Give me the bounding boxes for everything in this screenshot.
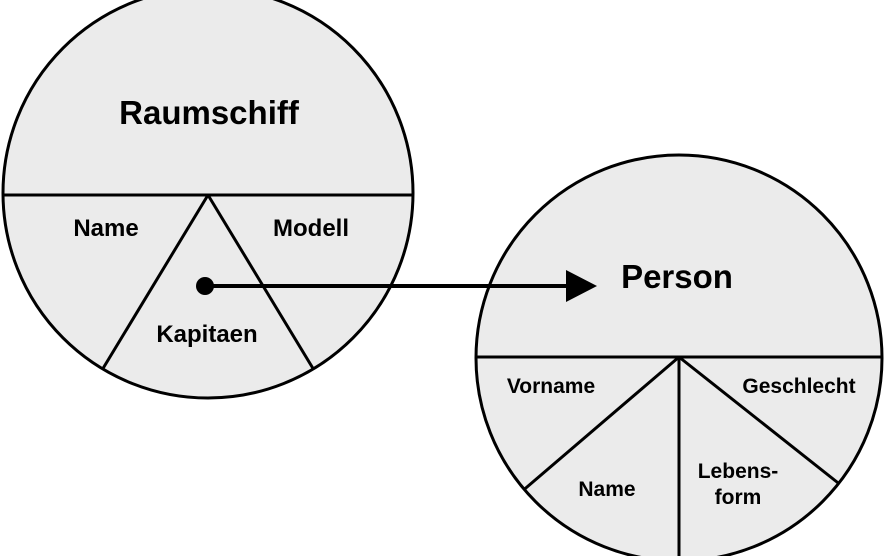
relation-arrow — [196, 270, 597, 302]
person-field-name: Name — [578, 478, 635, 501]
person-field-vorname: Vorname — [507, 375, 595, 398]
person-title: Person — [621, 258, 733, 295]
person-divider-right — [678, 355, 843, 488]
person-field-lebensform-line2: form — [715, 486, 762, 509]
person-circle-outline — [474, 153, 884, 556]
person-field-lebensform-line1: Lebens- — [698, 460, 779, 483]
ship-entity: Raumschiff Name Modell Kapitaen — [1, 0, 415, 400]
ship-field-name: Name — [73, 215, 138, 242]
person-entity: Person Vorname Geschlecht Name Lebens- f… — [474, 153, 884, 556]
person-divider-left — [519, 355, 680, 495]
ship-field-modell: Modell — [273, 215, 349, 242]
ship-title: Raumschiff — [119, 94, 300, 131]
ship-circle-fill — [3, 0, 413, 398]
ship-divider-left — [94, 194, 210, 381]
person-field-geschlecht: Geschlecht — [742, 375, 855, 398]
arrow-head — [566, 270, 597, 302]
ship-field-kapitaen: Kapitaen — [156, 321, 257, 348]
ship-circle-outline — [1, 0, 415, 400]
